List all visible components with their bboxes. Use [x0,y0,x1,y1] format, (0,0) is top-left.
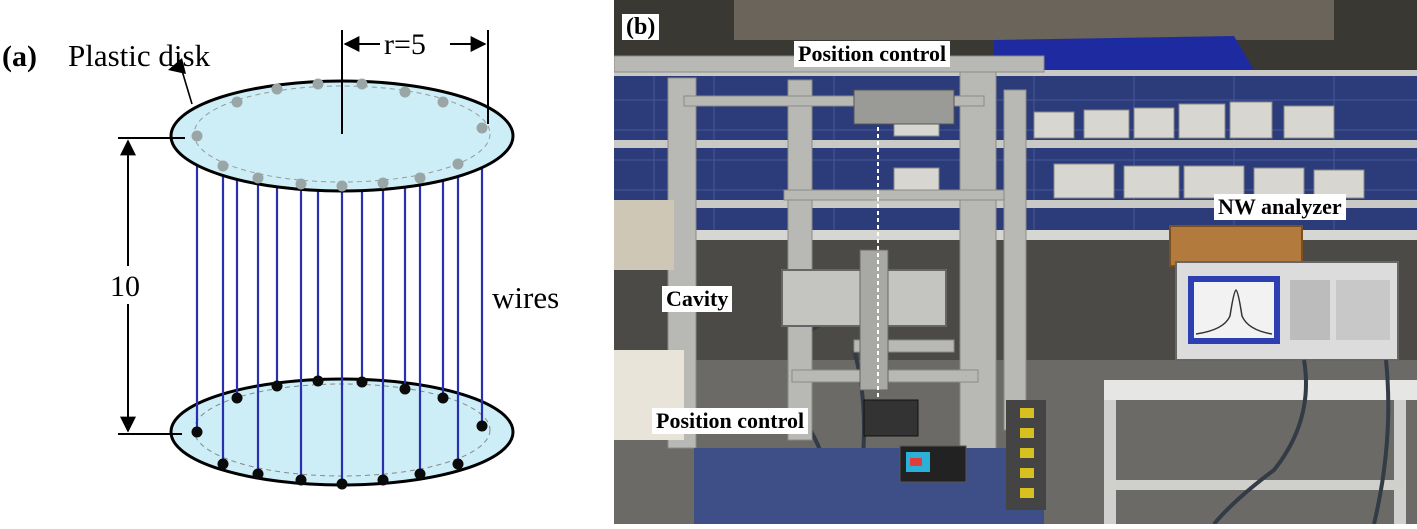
wooden-box [1169,225,1303,267]
top-wire-ends [191,78,488,192]
nw-analyzer-label: NW analyzer [1214,194,1346,220]
lab-table-left [614,200,674,270]
panel-b-letter: (b) [622,14,660,40]
resonance-curve [1195,289,1273,335]
cavity-label: Cavity [662,286,733,312]
radius-label: r=5 [384,28,426,61]
analyzer-keypad [1290,280,1390,340]
disk-leader-head [168,58,186,74]
lab-setup-photo [614,0,1417,524]
plastic-disk-label: Plastic disk [68,38,211,73]
bottom-wire-ends [191,375,488,490]
hazard-stripes [1020,408,1034,498]
schematic-panel: (a) Plastic disk r=5 10 wires [0,0,612,524]
shelf-instruments [893,101,1365,199]
top-stage [853,89,955,125]
height-label: 10 [110,270,140,303]
blue-cloth [994,36,1254,76]
position-control-bottom-label: Position control [652,408,809,434]
wire-cavity-schematic: (a) Plastic disk r=5 10 wires [2,28,559,490]
bottom-stage [863,399,919,437]
analyzer-table [1104,380,1417,400]
base-platform [694,448,1044,524]
panel-a-letter: (a) [2,40,37,73]
wires-label: wires [492,280,559,315]
photo-panel: (b) Position control Cavity Position con… [614,0,1417,524]
position-control-top-label: Position control [794,41,951,67]
